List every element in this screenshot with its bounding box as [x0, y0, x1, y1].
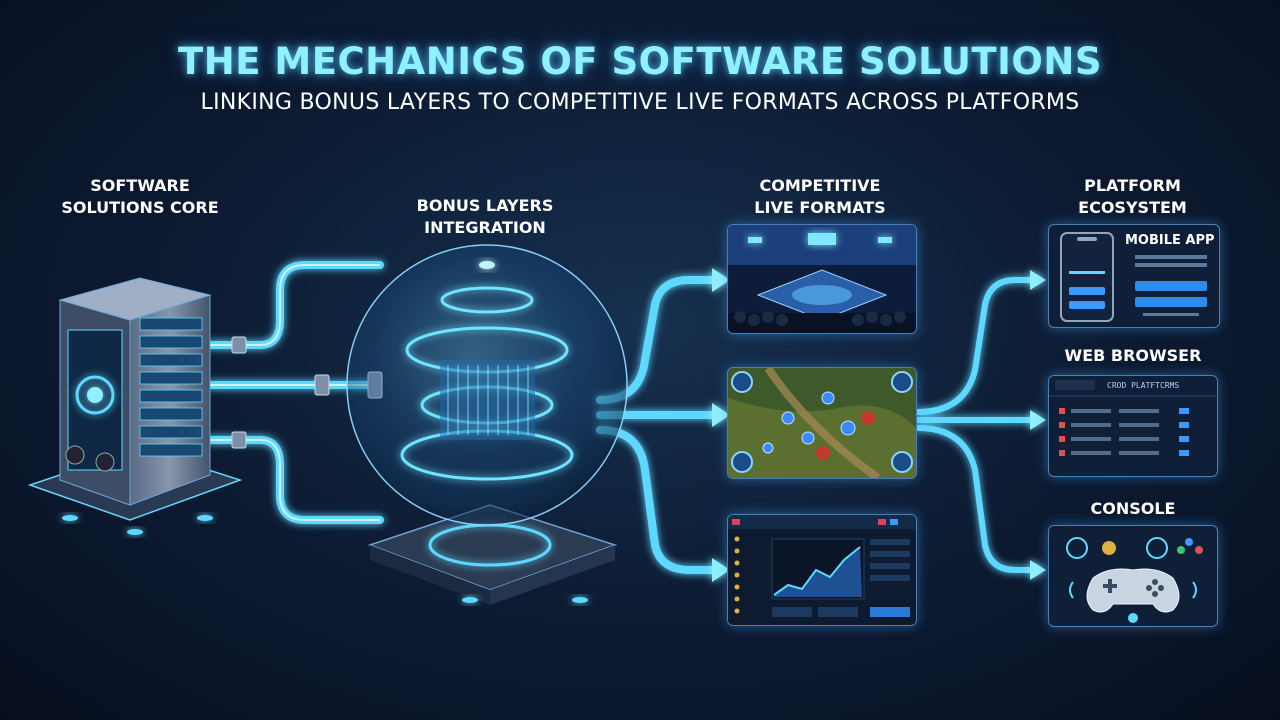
arena-scene-icon — [728, 225, 916, 333]
arrow-to-dashboard — [712, 558, 730, 582]
mobile-app-card[interactable]: MOBILE APP — [1048, 224, 1220, 328]
web-browser-label: WEB BROWSER — [1064, 346, 1202, 365]
mobile-app-buttons — [1135, 255, 1207, 316]
server-tower-icon — [27, 277, 243, 535]
moba-map-icon — [728, 368, 916, 478]
stage-label-competitive: COMPETITIVE LIVE FORMATS — [754, 176, 886, 217]
arrow-to-console — [1030, 560, 1046, 580]
page-subtitle: LINKING BONUS LAYERS TO COMPETITIVE LIVE… — [200, 90, 1080, 115]
dashboard-chart-icon — [728, 515, 916, 625]
console-card[interactable] — [1048, 525, 1218, 627]
console-label: CONSOLE — [1090, 499, 1176, 518]
bonus-sphere-icon — [346, 244, 628, 605]
moba-match-card[interactable] — [727, 367, 917, 479]
gamepad-icon — [1066, 537, 1203, 623]
pipe-sphere-bottom — [596, 426, 716, 574]
arrow-to-web — [1030, 410, 1046, 430]
arrow-to-moba — [712, 403, 730, 427]
arena-stream-card[interactable] — [727, 224, 917, 334]
stage-label-platform: PLATFORM ECOSYSTEM — [1078, 176, 1187, 217]
pipe-core-top — [206, 261, 384, 349]
pipe-to-console — [915, 425, 1033, 573]
stage-label-core: SOFTWARE SOLUTIONS CORE — [61, 176, 219, 217]
arrow-to-mobile — [1030, 270, 1046, 290]
pipe-to-mobile — [915, 277, 1033, 415]
analytics-dashboard-card[interactable] — [727, 514, 917, 626]
stage-label-bonus: BONUS LAYERS INTEGRATION — [416, 196, 554, 237]
web-window-header: CROD PLATFTCRMS — [1107, 381, 1180, 390]
smartphone-icon — [1060, 232, 1114, 322]
browser-window-icon — [1049, 380, 1217, 456]
arrow-to-arena — [712, 268, 730, 292]
page-title: THE MECHANICS OF SOFTWARE SOLUTIONS — [178, 40, 1102, 83]
mobile-app-label: MOBILE APP — [1125, 233, 1215, 248]
web-browser-card[interactable]: CROD PLATFTCRMS — [1048, 375, 1218, 477]
